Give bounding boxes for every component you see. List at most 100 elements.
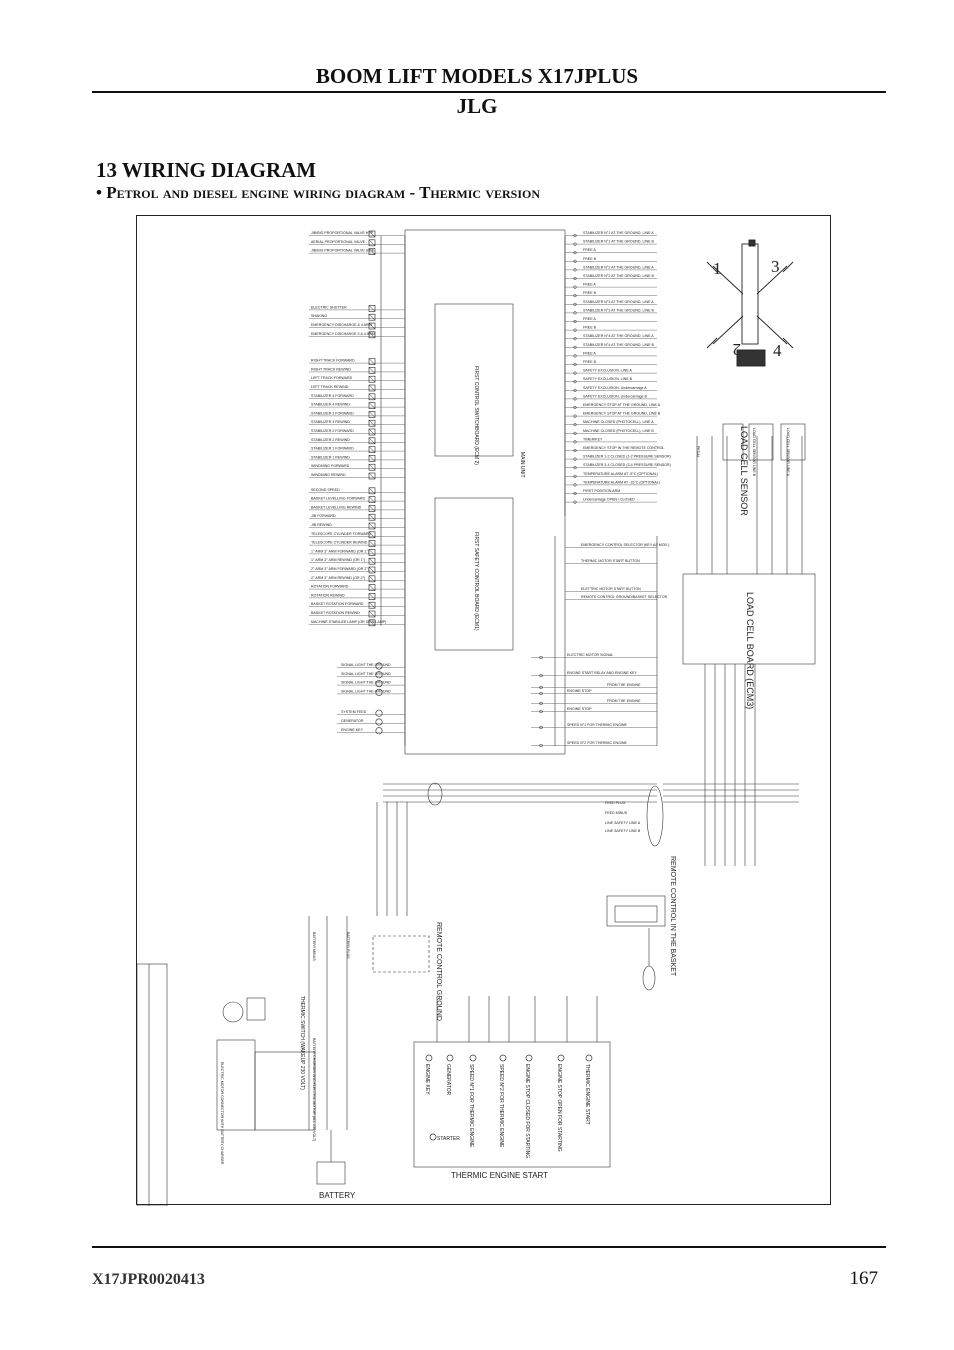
stabilizer-number-2: 2 [733,340,742,359]
input-label: MACHINE CLOSED (PHOTOCELL), LINE A [583,420,654,424]
input-label: STABILIZER N°2 AT THE GROUND, LINE B [583,274,654,278]
input-terminal-icon [573,268,577,272]
valve-coil-icon [368,472,376,480]
footer-rule [92,1246,886,1248]
output-label: 1° ARM 3° ARM FORWARD (OR 1°) [311,549,369,553]
relay-label: SPEED N°2 FOR THERMIC ENGINE [567,741,627,745]
output-label: BASKET LEVELLING FORWARD [311,497,365,501]
valve-coil-icon [368,540,376,547]
valve-coil-icon [368,455,376,462]
valve-coil-icon [368,610,376,618]
input-terminal-icon [573,233,577,238]
section-subtitle: • Petrol and diesel engine wiring diagra… [96,183,540,202]
valve-coil-icon [368,496,376,503]
valve-coil-icon [368,239,376,247]
engine-terminal-icon [499,1054,507,1062]
stabilizer-number-4: 4 [773,341,782,360]
output-label: TELESCOPE CYLINDER FORWARD [311,532,372,536]
bus-label: LINE SAFETY LINE B [605,829,641,833]
relay-label: ENGINE START RELAY AND ENGINE KEY [567,671,638,675]
valve-coil-icon [368,566,376,574]
input-terminal-icon [573,457,577,461]
document-code: X17JPR0020413 [92,1271,205,1288]
input-terminal-icon [573,362,577,367]
input-terminal-icon [573,474,577,478]
machine-top-view-icon [706,239,794,367]
engine-start-title: THERMIC ENGINE START [451,1171,548,1180]
input-terminal-icon [573,448,577,453]
valve-coil-icon [368,437,376,445]
valve-coil-icon [368,428,376,436]
output-label: EMERGENCY DISCHARGE & 4 ARM [311,323,372,327]
output-label: MACHINE STABILIZE LAMP (OR SIGN LAMP) [311,620,386,624]
charger-label: BATTERY CHARGER AND ELECTRIC MOTOR (ALL … [312,1038,316,1141]
input-label: SAFETY EXCLUSION, Undercarriage A [583,386,647,390]
relay-label: SPEED N°1 FOR THERMIC ENGINE [567,723,627,727]
valve-coil-icon [368,446,376,453]
output-label: STABILIZER 3 FORWARD [311,411,354,415]
input-terminal-icon [573,405,577,410]
stabilizer-number-1: 1 [713,259,722,278]
starter-terminal-icon [429,1133,437,1141]
thermic-switch-label: THERMIC SWITCH (WAKEUP 230 VOLT) [299,996,305,1090]
engine-terminal-icon [557,1054,565,1062]
bus-label: FEED PLUG [605,801,626,805]
output-label: JIB REWIND [311,523,332,527]
valve-coil-icon [368,230,376,238]
input-label: FREE B [583,257,597,261]
input-terminal-icon [573,276,577,281]
output-label: SECOND SPEED [311,488,340,492]
relay-contact-icon [539,685,543,690]
output-label: LEFT TRACK REWIND [311,385,349,389]
output-label: STABILIZER 2 FORWARD [311,429,354,433]
valve-coil-icon [368,584,376,591]
main-unit-label: MAIN UNIT [519,452,525,478]
valve-coil-icon [368,313,376,321]
input-terminal-icon [573,380,577,384]
input-terminal-icon [573,337,577,341]
output-label: STABILIZER 1 FORWARD [311,447,354,451]
input-label: FREE A [583,248,596,252]
engine-terminal-icon [525,1054,533,1062]
input-terminal-icon [573,319,577,324]
input-terminal-icon [573,500,577,504]
relay-label: FROM THE ENGINE [607,699,641,703]
pedal-label: PEDAL [696,446,700,458]
input-terminal-icon [573,302,577,306]
valve-coil-icon [368,601,376,609]
input-terminal-icon [573,294,577,298]
input-label: FREE A [583,351,596,355]
valve-coil-icon [368,463,376,471]
relay-label: ELECTRIC MOTOR SIGNAL [567,653,613,657]
input-label: EMERGENCY STOP AT THE GROUND, LINE A [583,403,661,407]
valve-coil-icon [368,619,376,627]
input-label: STABILIZER N°1 AT THE GROUND, LINE B [583,240,654,244]
input-label: FREE A [583,317,596,321]
right-inputs: STABILIZER N°1 AT THE GROUND, LINE ASTAB… [565,231,671,504]
output-label: BASKET ROTATION FORWARD [311,602,364,606]
battery-label: BATTERY [319,1191,356,1200]
output-label: ROTATION FORWARD [311,585,349,589]
relay-contact-icon [539,709,543,714]
output-label: STABILIZER 3 REWIND [311,420,350,424]
engine-start-item: SPEED N°2 FOR THERMIC ENGINE [498,1064,504,1148]
output-label: 1° ARM 3° ARM REWIND (OR 1°) [311,558,365,562]
output-label: STABILIZER 2 REWIND [311,438,350,442]
output-label: LEFT TRACK FORWARD [311,376,353,380]
valve-coil-icon [368,557,376,565]
input-label: STABILIZER 1-2 CLOSED (1-2 PRESSURE SENS… [583,455,671,459]
header-rule [92,91,886,93]
input-label: FREE B [583,291,597,295]
valve-coil-icon [368,248,376,255]
output-label: JIB/BIG PROPORTIONAL VALVE SIDE [311,249,375,253]
input-label: STABILIZER N°3 AT THE GROUND, LINE A [583,300,654,304]
input-terminal-icon [573,440,577,444]
lamp-icon [375,671,383,679]
ecm2-label: FIRST CONTROL SWITCHBOARD (ECM 2) [473,366,479,465]
remote-basket-label: REMOTE CONTROL IN THE BASKET [669,856,676,977]
output-label: JIB/BIG PROPORTIONAL VALVE HTP [311,231,374,235]
